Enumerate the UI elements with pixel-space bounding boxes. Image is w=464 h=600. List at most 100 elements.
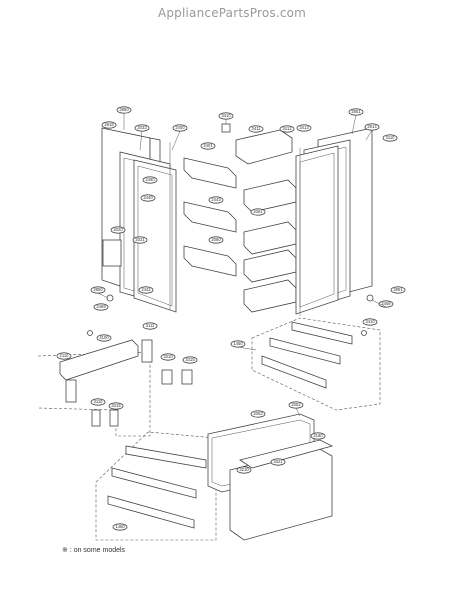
- part-callout: 2440: [140, 194, 156, 202]
- svg-text:3410: 3410: [221, 113, 231, 118]
- rail-lower: [261, 355, 327, 389]
- part-callout: 1450: [112, 523, 128, 531]
- svg-text:3321: 3321: [273, 459, 283, 464]
- part-callout: 2033: [134, 124, 150, 132]
- watermark-text: AppliancePartsPros.com: [157, 6, 307, 20]
- part-callout: 2052: [288, 401, 304, 409]
- svg-text:2440: 2440: [143, 195, 153, 200]
- svg-text:1450: 1450: [233, 341, 243, 346]
- svg-text:3111: 3111: [146, 323, 155, 328]
- svg-text:2180: 2180: [313, 433, 323, 438]
- part-callout: 3310: [160, 353, 176, 361]
- part-callout: 4100: [96, 334, 112, 342]
- left-drawer-rail-parts: [59, 339, 193, 427]
- part-callout: 2061: [250, 208, 266, 216]
- part-callout: 3110: [90, 398, 106, 406]
- cover-part-c: [91, 409, 101, 427]
- left-door-dispenser-cover: [102, 239, 122, 267]
- part-callout: 2459: [378, 300, 394, 308]
- part-callout: 2914: [364, 123, 380, 131]
- part-callout: 3410: [218, 112, 234, 120]
- svg-text:2459: 2459: [96, 304, 106, 309]
- rail-middle: [269, 337, 341, 365]
- svg-text:3110: 3110: [93, 399, 103, 404]
- part-callout: 2442: [138, 286, 154, 294]
- freezer-drawer: [207, 413, 334, 541]
- svg-text:2033: 2033: [137, 125, 147, 130]
- svg-text:2443: 2443: [211, 197, 221, 202]
- svg-text:2053: 2053: [253, 411, 263, 416]
- part-callout: 2850: [90, 286, 106, 294]
- part-callout: 2053: [250, 410, 266, 418]
- svg-text:2401: 2401: [203, 143, 213, 148]
- svg-text:3210: 3210: [239, 467, 249, 472]
- part-callout: 2851: [390, 286, 406, 294]
- slide-middle: [111, 467, 197, 499]
- part-callout: 3315: [182, 356, 198, 364]
- hinge-cap: [221, 123, 231, 133]
- drawer-frame-rail: [59, 339, 139, 381]
- svg-text:3413: 3413: [299, 125, 309, 130]
- svg-text:2052: 2052: [291, 402, 301, 407]
- svg-text:1450: 1450: [115, 524, 125, 529]
- part-callout: 3412: [279, 125, 295, 133]
- drawer-frame-bracket-left: [65, 379, 77, 403]
- part-callout: 3110: [382, 134, 398, 142]
- svg-text:2021: 2021: [135, 237, 145, 242]
- svg-text:2851: 2851: [393, 287, 403, 292]
- part-callout: 2060: [208, 236, 224, 244]
- svg-text:2442: 2442: [141, 287, 151, 292]
- part-callout: 2851: [348, 108, 364, 116]
- svg-text:3410: 3410: [365, 319, 375, 324]
- svg-text:2400: 2400: [175, 125, 185, 130]
- bin-left-2: [183, 201, 237, 233]
- right-door-liner: [295, 145, 339, 315]
- bin-right-1: [243, 179, 297, 213]
- part-callout: 3411: [248, 125, 264, 133]
- bin-right-3: [243, 249, 297, 283]
- svg-text:3110: 3110: [385, 135, 395, 140]
- bin-right-top: [235, 129, 293, 165]
- bin-right-2: [243, 221, 297, 255]
- cover-part-b: [181, 369, 193, 385]
- svg-text:2851: 2851: [351, 109, 361, 114]
- bin-right-4: [243, 279, 297, 313]
- right-door-assembly: [295, 127, 373, 316]
- slide-lower: [107, 495, 195, 529]
- part-callout: 1450: [230, 340, 246, 348]
- screw-right: [361, 330, 367, 336]
- svg-text:2061: 2061: [253, 209, 263, 214]
- cover-part-d: [109, 409, 119, 427]
- door-bins: [183, 123, 297, 313]
- part-callout: 2110: [56, 352, 72, 360]
- right-rail-parts: [261, 321, 353, 389]
- svg-text:4100: 4100: [99, 335, 109, 340]
- svg-text:2459: 2459: [381, 301, 391, 306]
- svg-text:2060: 2060: [211, 237, 221, 242]
- svg-text:2918: 2918: [104, 122, 114, 127]
- part-callout: 3315: [108, 402, 124, 410]
- part-callout: 2443: [208, 196, 224, 204]
- right-rail-group-outline: [251, 317, 381, 411]
- part-callout: 2918: [101, 121, 117, 129]
- part-callout: 2850: [116, 106, 132, 114]
- svg-text:3315: 3315: [111, 403, 121, 408]
- bin-left-3: [183, 245, 237, 277]
- part-callout: 3321: [270, 458, 286, 466]
- svg-text:3310: 3310: [163, 354, 173, 359]
- bin-left-1: [183, 157, 237, 189]
- drawer-frame-bracket-right: [141, 339, 153, 363]
- hinge-washer-left: [106, 294, 114, 302]
- part-callouts: 2850 2918 2033 2400 3410 3411 3412 3413 …: [56, 106, 406, 531]
- part-callout: 2180: [310, 432, 326, 440]
- rail-upper: [291, 321, 353, 345]
- part-callout: 3210: [236, 466, 252, 474]
- part-callout: 3410: [362, 318, 378, 326]
- svg-text:3412: 3412: [282, 126, 292, 131]
- svg-text:2110: 2110: [59, 353, 69, 358]
- part-callout: 2021: [132, 236, 148, 244]
- footnote-on-some-models: ※ : on some models: [62, 547, 126, 554]
- left-door-assembly: [101, 127, 177, 313]
- part-callout: 3413: [296, 124, 312, 132]
